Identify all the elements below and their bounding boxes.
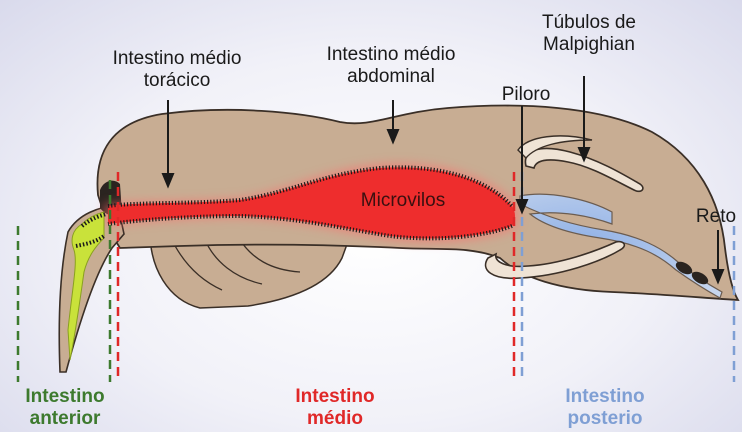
region-foregut-line2: anterior — [2, 408, 128, 430]
label-thoracic-midgut: Intestino médio torácico — [92, 48, 262, 92]
region-foregut-line1: Intestino — [2, 386, 128, 408]
label-rectum: Reto — [690, 206, 742, 228]
region-midgut-line1: Intestino — [270, 386, 400, 408]
label-abdominal-line1: Intestino médio — [306, 44, 476, 66]
label-malpighian-line1: Túbulos de — [524, 12, 654, 34]
label-thoracic-line2: torácico — [92, 70, 262, 92]
region-midgut: Intestino médio — [270, 386, 400, 430]
label-pylorus: Piloro — [486, 84, 566, 106]
label-abdominal-midgut: Intestino médio abdominal — [306, 44, 476, 88]
label-microvilli: Microvilos — [338, 190, 468, 212]
label-abdominal-line2: abdominal — [306, 66, 476, 88]
region-midgut-line2: médio — [270, 408, 400, 430]
region-hindgut: Intestino posterio — [540, 386, 670, 430]
region-hindgut-line2: posterio — [540, 408, 670, 430]
label-malpighian: Túbulos de Malpighian — [524, 12, 654, 56]
region-foregut: Intestino anterior — [2, 386, 128, 430]
label-thoracic-line1: Intestino médio — [92, 48, 262, 70]
region-hindgut-line1: Intestino — [540, 386, 670, 408]
label-malpighian-line2: Malpighian — [524, 34, 654, 56]
